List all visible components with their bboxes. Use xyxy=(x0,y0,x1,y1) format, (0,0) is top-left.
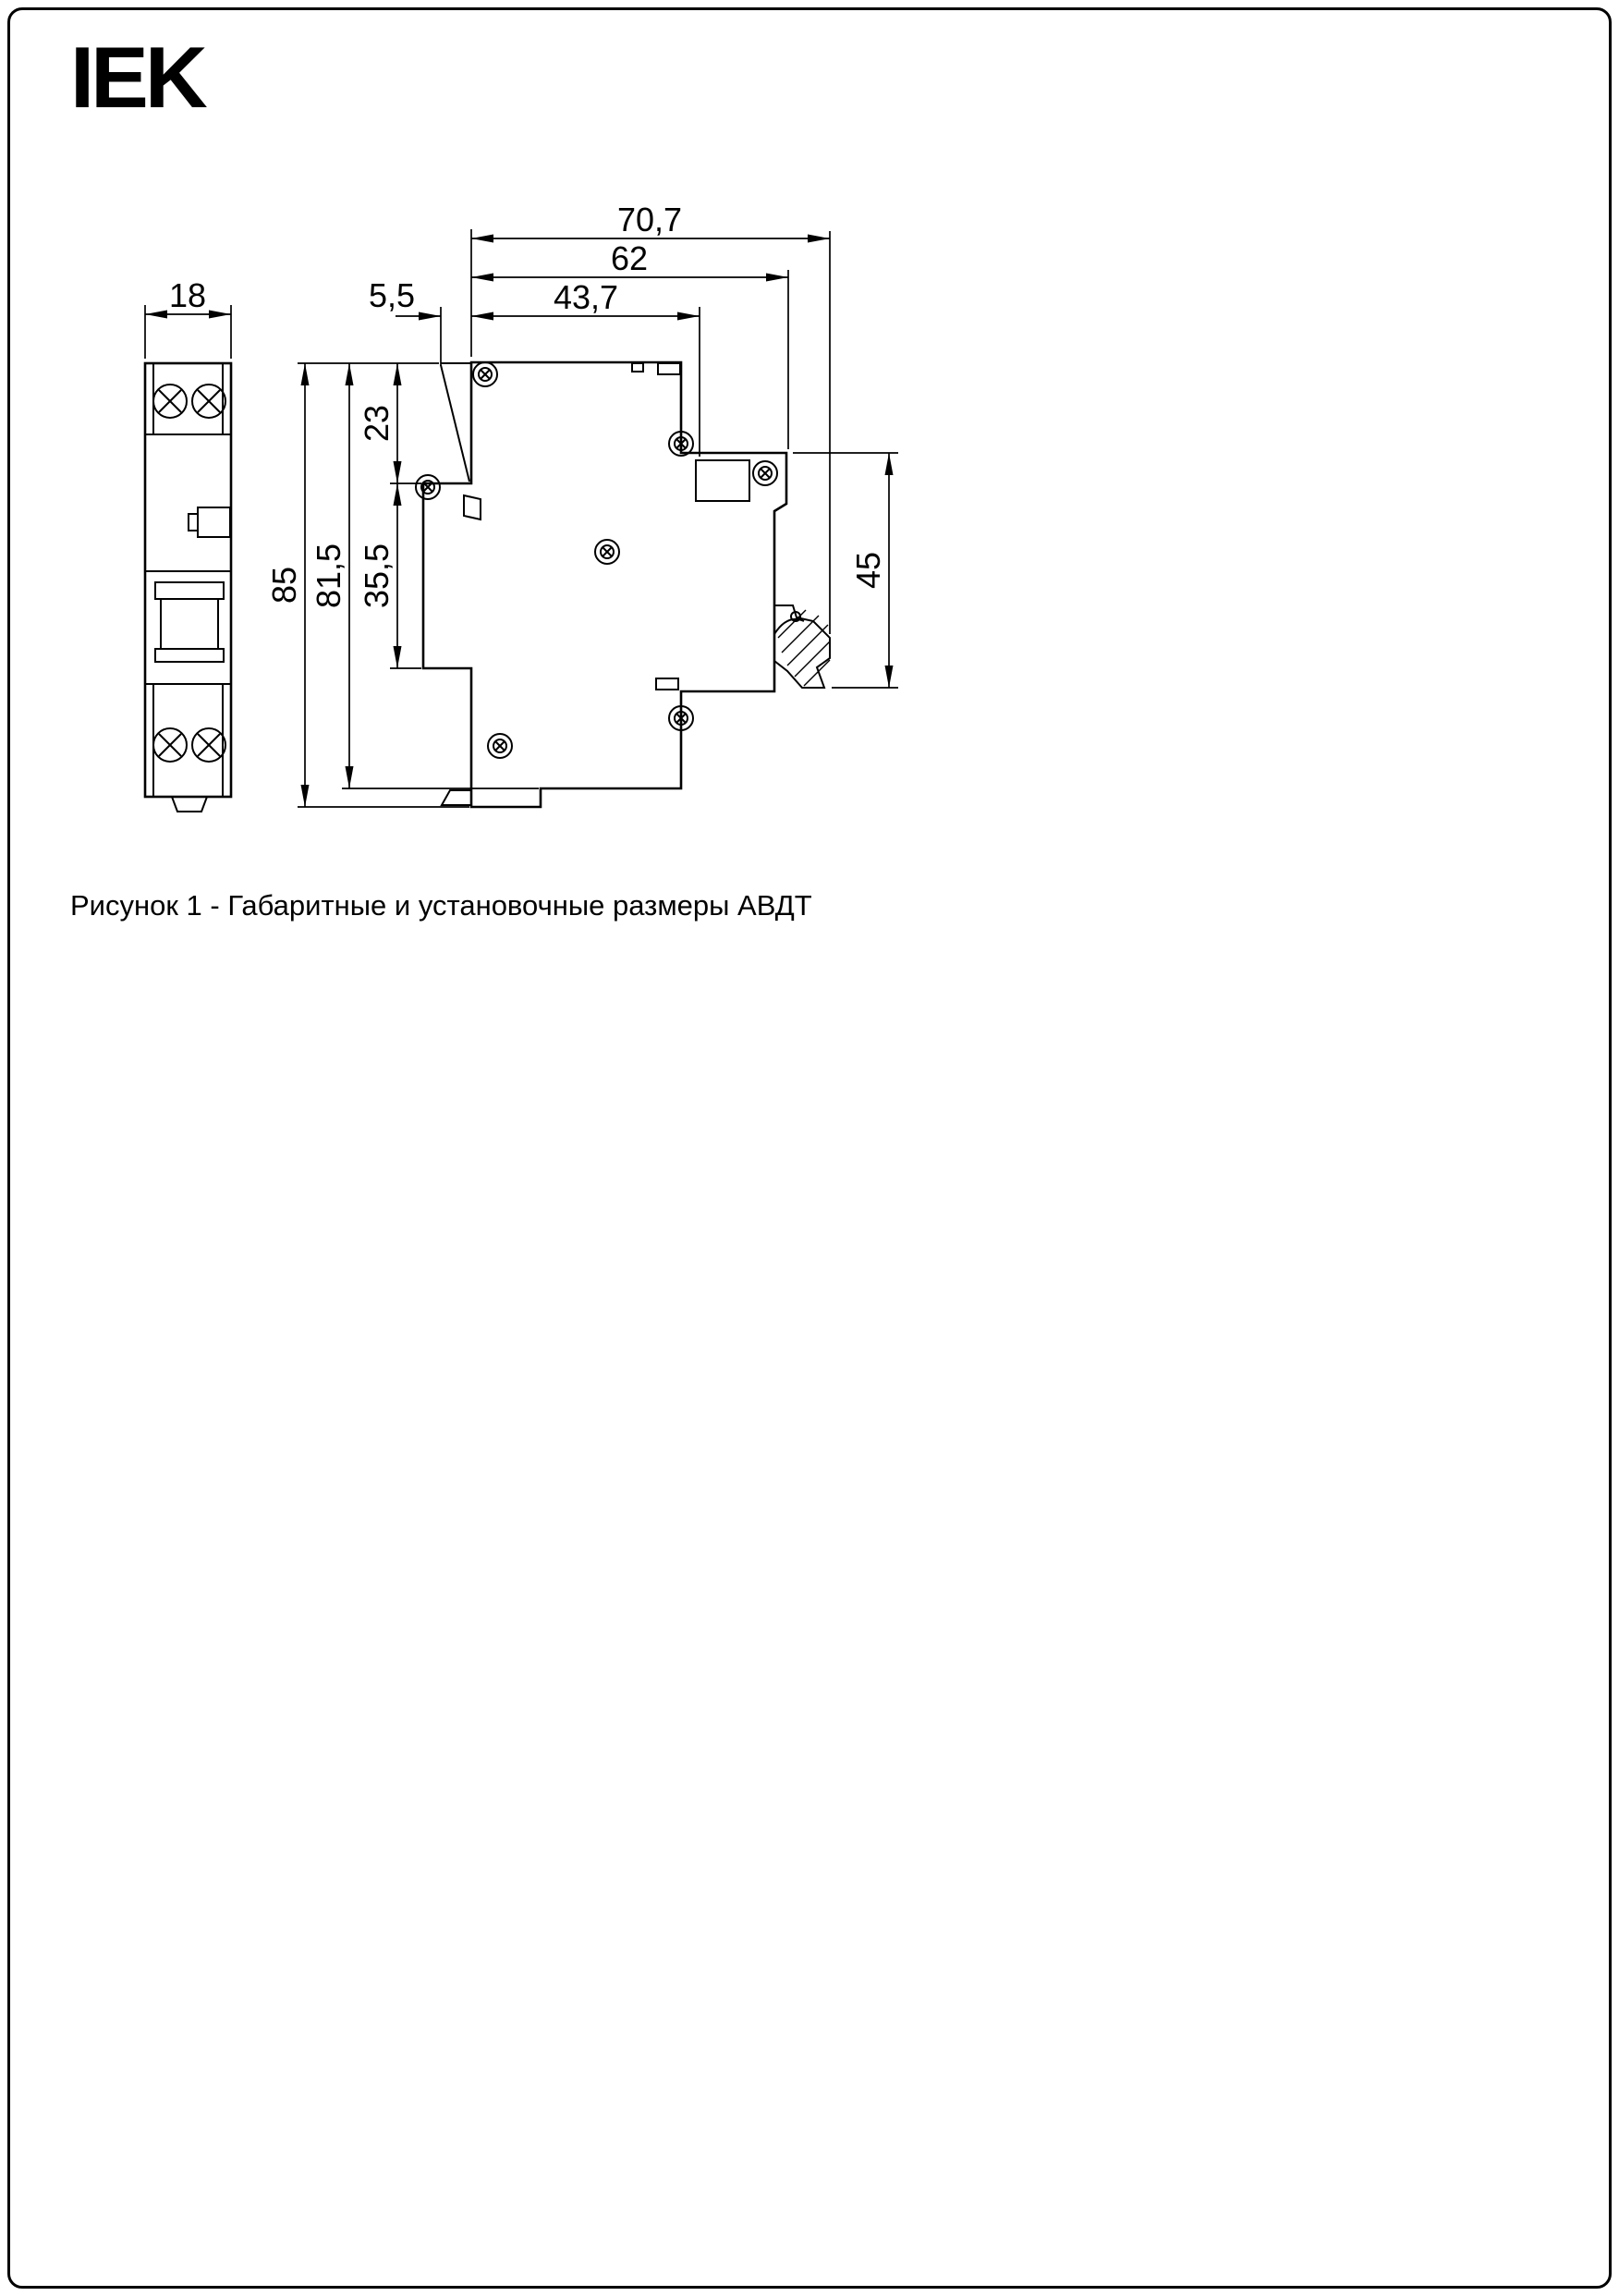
terminal-screw-icon xyxy=(191,384,226,419)
front-chamfer-line xyxy=(440,364,470,482)
dim-label-23: 23 xyxy=(358,405,396,442)
dim-label-85: 85 xyxy=(265,567,303,604)
bottom-vent xyxy=(655,678,679,690)
bottom-foot xyxy=(440,789,471,806)
latch-spring xyxy=(773,617,805,635)
figure-caption: Рисунок 1 - Габаритные и установочные ра… xyxy=(70,889,812,922)
rivet-icon xyxy=(594,539,620,565)
dim-label-70-7: 70,7 xyxy=(617,201,682,238)
test-button xyxy=(197,507,231,538)
dimensions: 70,7 62 43,7 5,5 18 85 81,5 23 35,5 45 xyxy=(144,201,898,808)
rivet-icon xyxy=(487,733,513,759)
front-tab xyxy=(463,494,481,521)
latch-pivot xyxy=(790,611,801,622)
front-view xyxy=(143,361,233,812)
side-view xyxy=(415,360,831,809)
rivet-icon xyxy=(415,474,441,500)
top-vent xyxy=(631,362,644,372)
top-vent xyxy=(657,362,681,375)
toggle-base xyxy=(154,581,225,600)
terminal-screw-icon xyxy=(152,384,188,419)
din-flange-window xyxy=(695,459,750,502)
dim-label-18: 18 xyxy=(169,276,206,314)
dim-label-81-5: 81,5 xyxy=(310,543,347,608)
rivet-icon xyxy=(472,361,498,387)
iek-logo: IEK xyxy=(70,29,208,126)
rivet-icon xyxy=(752,460,778,486)
dim-label-45: 45 xyxy=(849,552,887,589)
dim-label-35-5: 35,5 xyxy=(358,543,396,608)
din-latch xyxy=(773,605,831,689)
dim-label-62: 62 xyxy=(611,239,648,277)
side-body-outline xyxy=(421,360,788,809)
terminal-screw-icon xyxy=(191,727,226,763)
dim-label-5-5: 5,5 xyxy=(369,276,415,314)
dim-label-43-7: 43,7 xyxy=(554,278,618,316)
terminal-screw-icon xyxy=(152,727,188,763)
toggle-handle xyxy=(160,598,219,650)
bottom-tab xyxy=(170,796,209,812)
